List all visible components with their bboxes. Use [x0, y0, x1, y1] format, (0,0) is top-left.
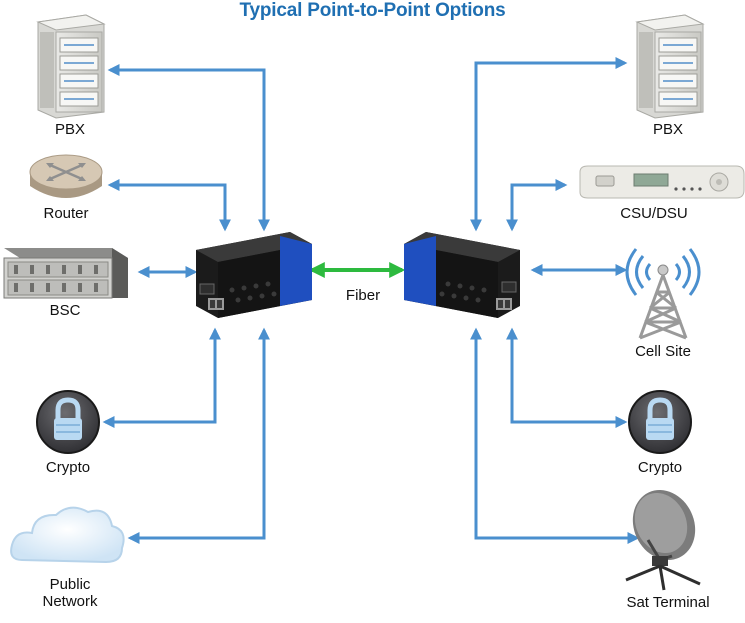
cloud-icon — [10, 506, 125, 564]
csu-dsu-icon — [579, 165, 745, 199]
right-pbx-label: PBX — [652, 121, 683, 138]
connector-right-csu-dsu — [506, 179, 568, 232]
public-network-label: Public Network — [42, 576, 98, 610]
cell-tower-icon — [625, 248, 701, 340]
connector-left-public-network — [127, 327, 270, 544]
media-converter-right — [404, 232, 520, 318]
connector-right-pbx — [470, 57, 628, 232]
csu-dsu-label: CSU/DSU — [620, 205, 688, 222]
satellite-dish-icon — [625, 489, 701, 591]
right-crypto-label: Crypto — [637, 459, 683, 476]
sat-terminal-label: Sat Terminal — [626, 594, 710, 611]
connector-right-crypto — [506, 327, 628, 428]
connector-left-pbx — [107, 64, 270, 232]
router-label: Router — [43, 205, 89, 222]
pbx-cabinet-icon-left — [36, 14, 106, 119]
left-crypto-label: Crypto — [45, 459, 91, 476]
crypto-lock-icon-left — [36, 390, 100, 454]
pbx-cabinet-icon-right — [635, 14, 705, 119]
router-icon — [29, 154, 103, 198]
connector-left-crypto — [102, 327, 221, 428]
bsc-label: BSC — [49, 302, 81, 319]
diagram-title: Typical Point-to-Point Options — [239, 0, 506, 21]
media-converter-left — [196, 232, 312, 318]
cell-site-label: Cell Site — [635, 343, 691, 360]
crypto-lock-icon-right — [628, 390, 692, 454]
bsc-rack-icon — [3, 248, 128, 299]
connector-left-router — [107, 179, 231, 232]
connector-right-sat-terminal — [470, 327, 640, 544]
left-pbx-label: PBX — [54, 121, 85, 138]
fiber-label: Fiber — [345, 287, 381, 304]
